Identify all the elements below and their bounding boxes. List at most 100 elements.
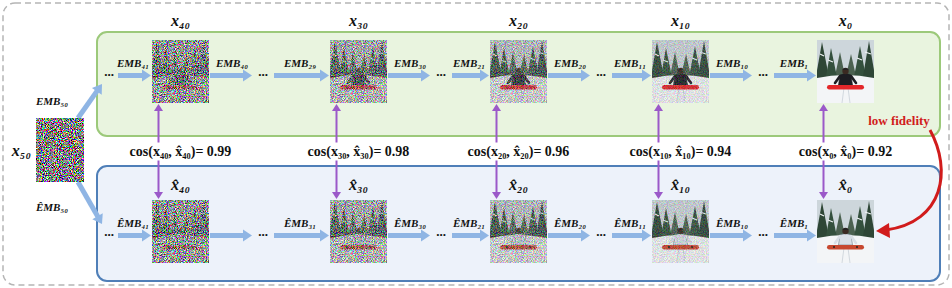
embedding-label-holder: ÊMB₁ [780,213,808,231]
image-thumbnail [652,40,709,103]
approximate-path-panel [97,166,940,281]
similarity-label: cos(x₃₀, x̂₃₀)= 0.98 [305,143,413,161]
image-node: x₁₀ [652,40,709,103]
ellipsis: ... [104,65,114,78]
embedding-label: ÊMB₁₁ [614,217,646,230]
image-thumbnail [652,200,709,263]
embedding-label: ÊMB₂₁ [453,217,485,230]
embedding-label: EMB₁ [780,57,808,70]
image-label: x̂₃₀ [349,175,368,194]
ellipsis: ... [258,65,268,78]
image-node: x₀ [817,40,874,103]
similarity-label-holder: cos(x₄₀, x̂₄₀)= 0.99 [127,142,235,161]
image-thumbnail [330,200,387,263]
low-fidelity-arrowhead [876,223,890,238]
similarity-label-holder: cos(x₃₀, x̂₃₀)= 0.98 [305,142,413,161]
embedding-label-holder: EMB₄₀ [216,53,248,71]
ellipsis: ... [436,225,446,238]
embedding-label: ÊMB₄₁ [117,217,149,230]
ellipsis: ... [258,225,268,238]
embedding-label: ÊMB₃₁ [284,217,316,230]
image-label-holder: x̂₁₀ [671,175,690,194]
embedding-label-holder: EMB₂₉ [284,53,316,71]
ellipsis-holder: ... [104,222,114,240]
embedding-label: ÊMB₁ [780,217,808,230]
image-label: x̂₄₀ [171,175,190,194]
image-thumbnail [817,200,874,263]
ellipsis: ... [436,65,446,78]
image-node: x₅₀ [36,118,84,182]
image-node: x₃₀ [330,40,387,103]
ellipsis: ... [104,225,114,238]
embedding-label: EMB₄₀ [216,57,248,70]
image-thumbnail [152,40,209,103]
image-label-holder: x₅₀ [12,141,31,160]
image-thumbnail [817,40,874,103]
embedding-label-holder: ÊMB₁₀ [716,213,748,231]
image-label-holder: x₂₀ [509,11,528,30]
similarity-label: cos(x₀, x̂₀)= 0.92 [796,143,895,161]
embedding-label-holder: ÊMB₃₀ [394,213,426,231]
image-node: x̂₀ [817,200,874,263]
embedding-label-holder: EMB₅₀ [36,91,68,109]
image-label: x₂₀ [509,11,528,30]
ellipsis-holder: ... [758,222,768,240]
embedding-label-holder: ÊMB₂₀ [554,213,586,231]
embedding-label: EMB₃₀ [394,57,426,70]
similarity-label-holder: cos(x₂₀, x̂₂₀)= 0.96 [465,142,573,161]
image-node: x̂₃₀ [330,200,387,263]
embedding-label-holder: EMB₂₀ [554,53,586,71]
image-label-holder: x₃₀ [349,11,368,30]
image-label-holder: x̂₀ [839,175,853,194]
image-node: x̂₄₀ [152,200,209,263]
ellipsis-holder: ... [104,62,114,80]
embedding-label-holder: EMB₃₀ [394,53,426,71]
similarity-label: cos(x₄₀, x̂₄₀)= 0.99 [127,143,235,161]
image-label: x₁₀ [671,11,690,30]
embedding-label: EMB₄₁ [117,57,149,70]
image-label-holder: x₁₀ [671,11,690,30]
embedding-label: EMB₅₀ [36,95,68,108]
ellipsis: ... [596,65,606,78]
image-thumbnail [36,118,84,182]
image-thumbnail [330,40,387,103]
ellipsis-holder: ... [436,222,446,240]
embedding-label: ÊMB₅₀ [36,201,68,214]
ellipsis-holder: ... [596,222,606,240]
embedding-label: EMB₂₀ [554,57,586,70]
image-label-holder: x₀ [839,11,853,30]
image-node: x₄₀ [152,40,209,103]
embedding-label: ÊMB₂₀ [554,217,586,230]
similarity-label-holder: cos(x₁₀, x̂₁₀)= 0.94 [627,142,735,161]
embedding-label-holder: ÊMB₁₁ [614,213,646,231]
annotation-holder: low fidelity [868,111,930,129]
embedding-label: EMB₂₁ [453,57,485,70]
ellipsis: ... [758,65,768,78]
ellipsis: ... [758,225,768,238]
ellipsis-holder: ... [596,62,606,80]
ellipsis-holder: ... [758,62,768,80]
embedding-label-holder: EMB₁ [780,53,808,71]
image-label: x̂₀ [839,175,853,194]
outer-dashed-frame [3,3,949,285]
flow-arrow [78,70,151,119]
embedding-label: EMB₁₀ [716,57,748,70]
image-thumbnail [152,200,209,263]
similarity-label: cos(x₁₀, x̂₁₀)= 0.94 [627,143,735,161]
embedding-label: EMB₂₉ [284,57,316,70]
embedding-label-holder: ÊMB₄₁ [117,213,149,231]
image-label-holder: x̂₂₀ [509,175,528,194]
ellipsis-holder: ... [258,222,268,240]
image-node: x₂₀ [490,40,547,103]
embedding-label-holder: EMB₄₁ [117,53,149,71]
flow-arrow [78,182,151,242]
image-label-holder: x̂₃₀ [349,175,368,194]
image-label-holder: x₄₀ [171,11,190,30]
embedding-label-holder: ÊMB₂₁ [453,213,485,231]
image-label: x₃₀ [349,11,368,30]
image-label-holder: x̂₄₀ [171,175,190,194]
embedding-label-holder: ÊMB₅₀ [36,197,68,215]
embedding-label-holder: ÊMB₃₁ [284,213,316,231]
image-thumbnail [490,40,547,103]
